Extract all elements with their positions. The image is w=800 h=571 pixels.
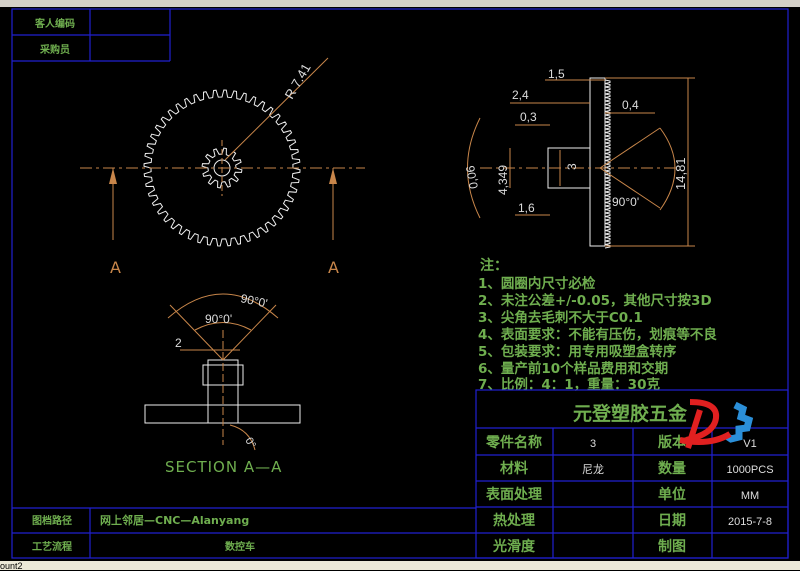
radius-dim: R 7.41: [282, 61, 314, 102]
dim-0-3: 0,3: [520, 110, 537, 124]
title-block-value: 尼龙: [582, 463, 604, 476]
side-angle-dim: 90°0': [612, 195, 639, 209]
top-left-table: 客人编码 采购员: [12, 9, 171, 62]
dim-0-06: 0,06: [463, 164, 481, 190]
title-block-value: 1000PCS: [726, 464, 773, 476]
process-value: 数控车: [225, 540, 255, 553]
section-a-a-view: 90°0' 90°0' 2 0° SECTION A—A: [144, 291, 301, 476]
title-block-value: MM: [741, 490, 759, 502]
notes: 注： 1、圆圈内尺寸必检 2、未注公差+/-0.05，其他尺寸按3D 3、尖角去…: [478, 257, 717, 393]
gear-front-view: R 7.41 A A: [80, 57, 365, 277]
gear-side-view: 1,5 2,4 0,4 0,3 4,349 3 0,06 1,6 14,81 9…: [463, 67, 695, 249]
window-titlebar-strip: [0, 0, 800, 7]
title-block-label: 表面处理: [485, 486, 542, 503]
section-angle-bottom: 0°: [242, 436, 258, 451]
section-label-left: A: [110, 258, 121, 277]
title-block-label: 热处理: [493, 512, 535, 529]
title-block-label: 单位: [658, 486, 686, 503]
section-angle-outer: 90°0': [239, 291, 268, 310]
title-block-label: 光滑度: [492, 538, 536, 555]
dim-2-4: 2,4: [512, 88, 529, 102]
note-item: 6、量产前10个样品费用和交期: [478, 360, 668, 377]
note-item: 1、圆圈内尺寸必检: [478, 275, 596, 292]
note-item: 3、尖角去毛刺不大于C0.1: [478, 309, 643, 326]
note-item: 7、比例：4：1，重量：30克: [478, 376, 660, 393]
company-name: 元登塑胶五金: [573, 402, 688, 425]
purchaser-label: 采购员: [39, 43, 70, 56]
section-label-right: A: [328, 258, 339, 277]
section-width-dim: 2: [175, 336, 182, 350]
note-item: 4、表面要求：不能有压伤，划痕等不良: [478, 326, 717, 343]
command-line[interactable]: ount2: [0, 561, 800, 571]
note-item: 5、包装要求：用专用吸塑盒转序: [478, 343, 677, 360]
dim-1-5: 1,5: [548, 67, 565, 81]
notes-title: 注：: [480, 257, 508, 274]
title-block: 元登塑胶五金 零件名称 3 版本 V1 材料 尼龙 数量 1000PCS 表面处理 单位 MM 热处理…: [475, 389, 789, 559]
file-path-value: 网上邻居—CNC—Alanyang: [100, 513, 249, 527]
dim-4-349: 4,349: [496, 165, 510, 195]
note-item: 2、未注公差+/-0.05，其他尺寸按3D: [478, 292, 712, 309]
title-block-label: 材料: [500, 460, 528, 477]
section-title: SECTION A—A: [165, 458, 282, 476]
title-block-value: 3: [590, 438, 596, 450]
title-block-label: 零件名称: [485, 434, 542, 451]
customer-code-label: 客人编码: [34, 17, 75, 30]
title-block-label: 制图: [658, 538, 686, 555]
title-block-label: 数量: [658, 460, 686, 477]
title-block-value: V1: [743, 438, 756, 450]
title-block-value: 2015-7-8: [728, 516, 772, 528]
title-block-label: 日期: [658, 513, 686, 529]
dim-1-6: 1,6: [518, 201, 535, 215]
bottom-left-table: 图档路径 网上邻居—CNC—Alanyang 工艺流程 数控车: [12, 507, 476, 558]
process-label: 工艺流程: [32, 540, 72, 553]
section-angle-inner: 90°0': [205, 312, 232, 326]
command-line-text: ount2: [0, 561, 23, 571]
company-logo: [679, 399, 754, 449]
drawing-frame: [11, 8, 789, 559]
dim-3: 3: [565, 163, 579, 170]
dim-14-81: 14,81: [673, 157, 688, 190]
title-block-label: 版本: [658, 434, 687, 451]
dim-0-4: 0,4: [622, 98, 639, 112]
file-path-label: 图档路径: [32, 514, 72, 527]
